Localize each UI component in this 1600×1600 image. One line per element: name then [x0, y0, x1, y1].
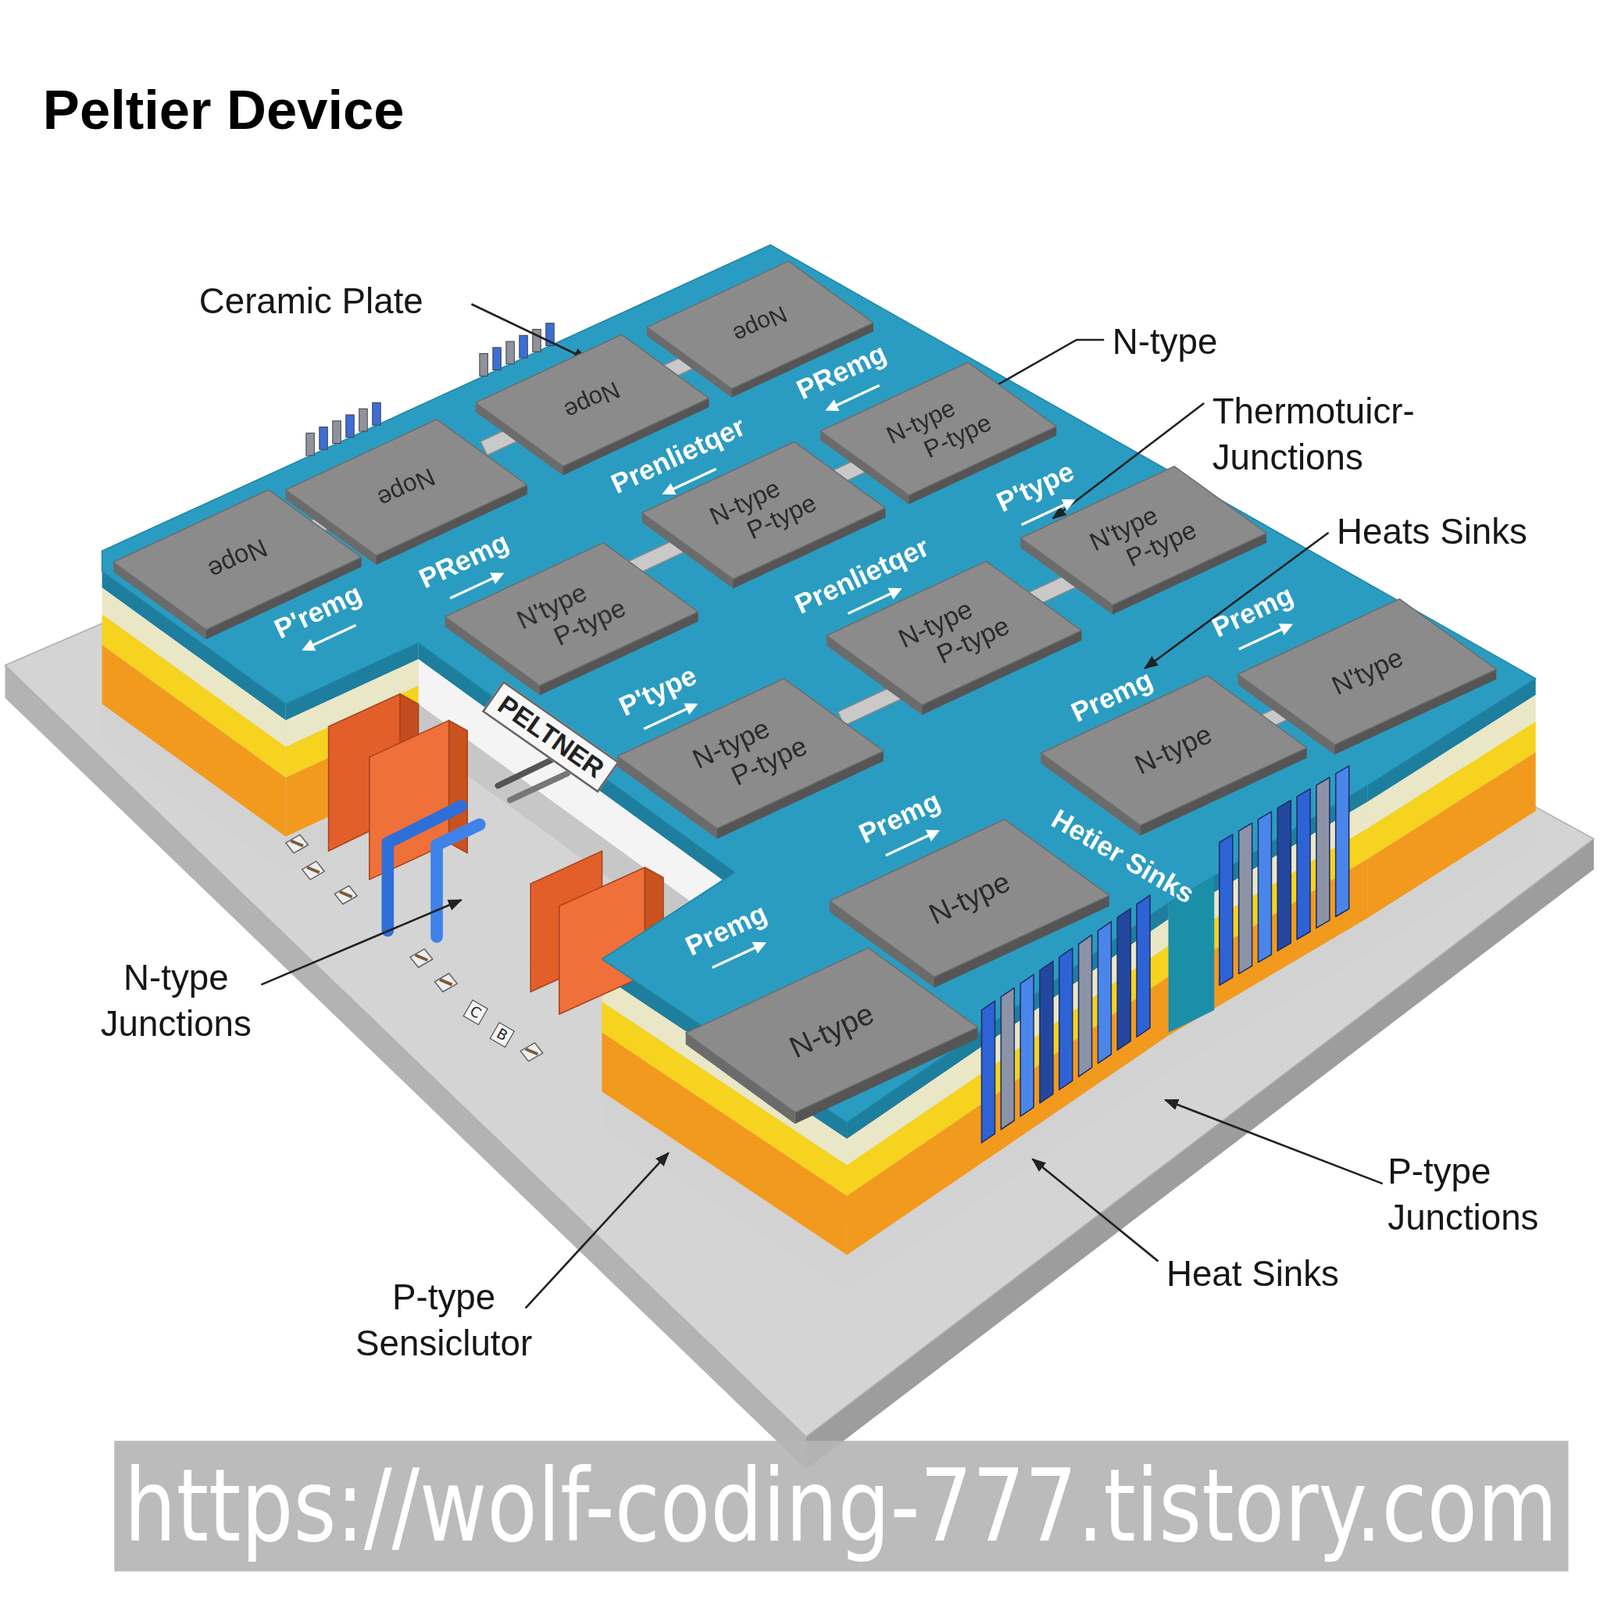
plate-label: Premg: [854, 786, 946, 851]
leader-line: [1165, 1100, 1383, 1184]
heat-sink-fin: [981, 1000, 995, 1143]
ceramic-plate: [102, 244, 1536, 1122]
callout-label: N-type Junctions: [81, 953, 271, 1047]
heat-sink-fin: [1020, 974, 1034, 1116]
pin: [319, 427, 328, 450]
pellet-top: [685, 948, 979, 1114]
leader-line: [1032, 1159, 1159, 1262]
heat-sink-fin: [1078, 935, 1093, 1077]
pin: [306, 432, 315, 456]
pellet-top: [826, 560, 1082, 705]
pellet-top: [444, 542, 698, 686]
pellet-top: [617, 678, 884, 829]
heat-sink-fin: [1277, 800, 1291, 951]
smd-component: [410, 949, 433, 968]
title: Peltier Device: [42, 81, 405, 137]
pellet-top: [641, 441, 886, 579]
thermoelectric-pellet: N-type: [1040, 675, 1307, 836]
callout-label: P-type Junctions: [1387, 1147, 1582, 1240]
callout-label: Heats Sinks: [1336, 507, 1528, 554]
component-band: [439, 979, 453, 986]
thermoelectric-pellet: N-typeP-type: [617, 678, 884, 839]
leader-line: [525, 1153, 669, 1309]
pellet-top: [113, 489, 362, 629]
pellet-top: [1040, 675, 1307, 825]
component-band: [290, 840, 304, 847]
heat-sink-fin: [1000, 987, 1015, 1129]
thermoelectric-pellet: Nope: [475, 334, 709, 475]
heat-sink-fin: [1039, 960, 1054, 1103]
heat-sink-fin: [1239, 823, 1253, 975]
layer-band: [602, 1092, 847, 1292]
component-band: [415, 955, 429, 961]
watermark-band: [114, 1440, 1568, 1572]
heat-sink-fin: [1059, 948, 1073, 1090]
wire: [436, 824, 480, 937]
smd-component: [334, 885, 358, 905]
component-band: [339, 892, 353, 898]
watermark-text: https://wolf-coding-777.tistory.com: [124, 1456, 1558, 1557]
thermoelectric-pellet: N-typeP-type: [826, 560, 1082, 715]
pin: [479, 353, 488, 377]
smd-component: [434, 973, 458, 993]
leader-line: [260, 900, 461, 985]
heat-sink-fin: [1296, 789, 1311, 940]
component-band: [307, 867, 320, 873]
pellet-top: [821, 361, 1058, 495]
pin: [532, 329, 541, 353]
heat-sink-fin: [1335, 765, 1350, 917]
wire: [510, 773, 568, 800]
callout-label: Thermotuicr- Junctions: [1212, 387, 1468, 480]
thermoelectric-pellet: N'typeP-type: [1019, 466, 1266, 615]
pellet-top: [475, 334, 709, 466]
wire: [387, 806, 461, 931]
smd-component: [302, 860, 325, 880]
callout-label: N-type: [1112, 318, 1218, 365]
part-tag: PELTNER: [482, 680, 621, 793]
plate-label: Premg: [1207, 580, 1299, 645]
callout-label: P-type Sensiclutor: [331, 1273, 556, 1366]
thermoelectric-pellet: N'typeP-type: [444, 542, 698, 696]
pin: [332, 421, 341, 444]
pellet-top: [646, 260, 874, 389]
heat-sink-fin: [1257, 811, 1272, 963]
thermoelectric-pellet: N-type: [685, 948, 979, 1125]
heat-sink-fin: [1097, 921, 1111, 1064]
callout-label: Heat Sinks: [1166, 1250, 1340, 1297]
component-band: [525, 1049, 539, 1055]
smd-component: [520, 1042, 543, 1062]
pin: [359, 408, 368, 432]
smd-component: [285, 834, 309, 854]
thermoelectric-pellet: Nope: [113, 489, 362, 639]
layer-band: [1367, 810, 1536, 954]
pin: [519, 335, 528, 358]
pin: [372, 402, 381, 425]
plate-label: Premg: [681, 898, 772, 963]
watermark: https://wolf-coding-777.tistory.com: [114, 1440, 1568, 1572]
plate-label: P'type: [614, 660, 702, 723]
leader-line: [471, 303, 587, 360]
heat-sink-fin: [1316, 777, 1330, 929]
pin: [492, 347, 501, 371]
component-marking: B: [489, 1021, 515, 1048]
callout-label: Ceramic Plate: [199, 277, 424, 324]
pin: [346, 414, 354, 438]
thermoelectric-pellet: Nope: [646, 260, 874, 397]
pin: [506, 341, 515, 365]
pellet-top: [1238, 598, 1497, 745]
thermoelectric-pellet: N-typeP-type: [821, 361, 1058, 504]
layer-band: [102, 703, 286, 873]
pellet-top: [1019, 466, 1266, 605]
heat-sink-fin: [1136, 895, 1150, 1037]
heat-sink-fin: [1219, 834, 1233, 986]
component-marking: C: [462, 999, 488, 1025]
heat-sink-fin: [1117, 908, 1131, 1050]
plate-label: P'type: [992, 457, 1079, 519]
thermoelectric-pellet: N-typeP-type: [641, 441, 886, 589]
